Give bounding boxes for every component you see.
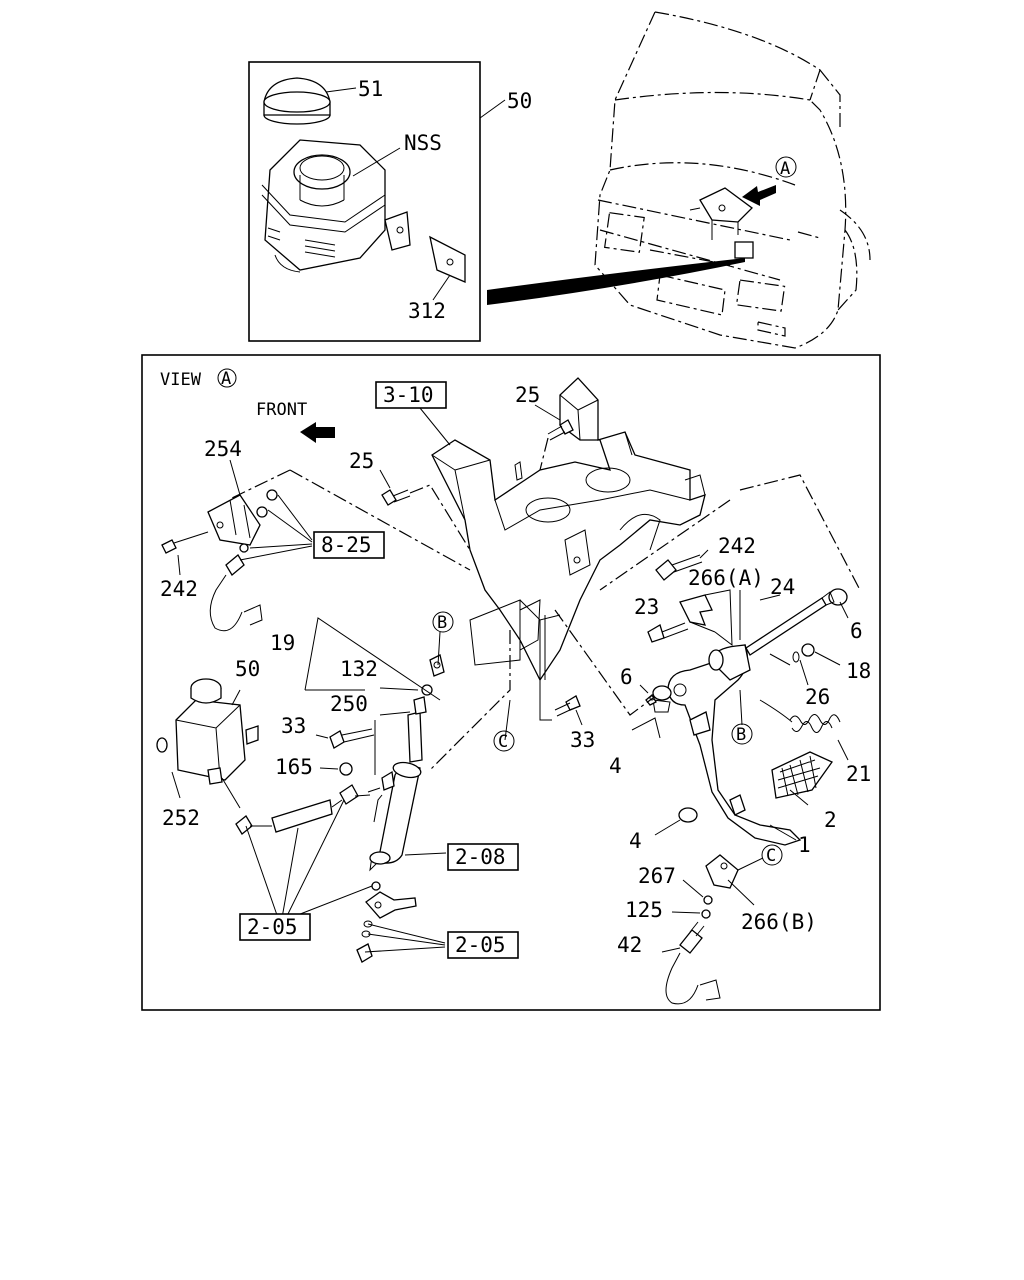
ref-box-2-05-right [447, 931, 519, 959]
view-title: VIEW [160, 370, 202, 390]
marker-c-right: C [766, 846, 776, 866]
front-arrow-icon [300, 422, 335, 443]
part-label-25-top: 25 [515, 383, 540, 407]
part-label-42: 42 [617, 933, 642, 957]
part-label-23: 23 [634, 595, 659, 619]
part-label-50-inset: 50 [507, 89, 532, 113]
part-label-18: 18 [846, 659, 871, 683]
part-label-1: 1 [798, 833, 811, 857]
part-label-252: 252 [162, 806, 200, 830]
part-label-266b: 266(B) [741, 910, 817, 934]
part-label-4-upper: 4 [609, 754, 622, 778]
part-label-2: 2 [824, 808, 837, 832]
reservoir-tank-drawing [261, 139, 411, 273]
part-label-132: 132 [340, 657, 378, 681]
reservoir-cap-drawing [263, 77, 331, 125]
part-label-24: 24 [770, 575, 795, 599]
view-marker-a: A [221, 369, 231, 389]
part-label-19: 19 [270, 631, 295, 655]
truck-cab-drawing [594, 11, 871, 349]
bracket-312-drawing [429, 235, 466, 283]
part-label-165: 165 [275, 755, 313, 779]
callout-wedge [487, 258, 745, 305]
reservoir-inset: 51 50 NSS 312 [248, 61, 532, 342]
part-label-125: 125 [625, 898, 663, 922]
part-label-21: 21 [846, 762, 871, 786]
part-label-4-lower: 4 [629, 829, 642, 853]
front-label: FRONT [256, 400, 307, 420]
part-label-nss: NSS [404, 131, 442, 155]
part-label-266a: 266(A) [688, 566, 764, 590]
switch-bracket-254-drawing [161, 489, 278, 632]
part-label-254: 254 [204, 437, 242, 461]
stop-switch-drawing [665, 854, 739, 1005]
view-a-frame [141, 354, 881, 1011]
part-label-250: 250 [330, 692, 368, 716]
pedal-bracket-drawing [431, 377, 706, 682]
part-label-51: 51 [358, 77, 383, 101]
ref-label-2-05-left: 2-05 [247, 915, 298, 939]
marker-b-left: B [437, 613, 447, 633]
ref-label-2-05-right: 2-05 [455, 933, 506, 957]
ref-label-8-25: 8-25 [321, 533, 372, 557]
marker-c-left: C [498, 732, 508, 752]
master-cylinder-drawing [156, 654, 445, 963]
part-label-25-left: 25 [349, 449, 374, 473]
part-label-33-right: 33 [570, 728, 595, 752]
ref-label-2-08: 2-08 [455, 845, 506, 869]
part-label-33-left: 33 [281, 714, 306, 738]
ref-box-3-10 [375, 381, 447, 409]
part-label-6-right: 6 [850, 619, 863, 643]
part-label-242-right: 242 [718, 534, 756, 558]
part-label-267: 267 [638, 864, 676, 888]
part-label-6-left: 6 [620, 665, 633, 689]
view-marker-a-top: A [780, 159, 790, 179]
marker-b-right: B [736, 725, 746, 745]
ref-label-3-10: 3-10 [383, 383, 434, 407]
part-label-312: 312 [408, 299, 446, 323]
part-label-50: 50 [235, 657, 260, 681]
ref-box-2-08 [447, 843, 519, 871]
part-label-242-left: 242 [160, 577, 198, 601]
bolt-25-drawings [381, 419, 574, 506]
ref-box-2-05-left [239, 913, 311, 941]
pedal-drawing [645, 644, 841, 846]
ref-box-8-25 [313, 531, 385, 559]
pivot-parts-drawing [647, 554, 848, 663]
part-label-26: 26 [805, 685, 830, 709]
